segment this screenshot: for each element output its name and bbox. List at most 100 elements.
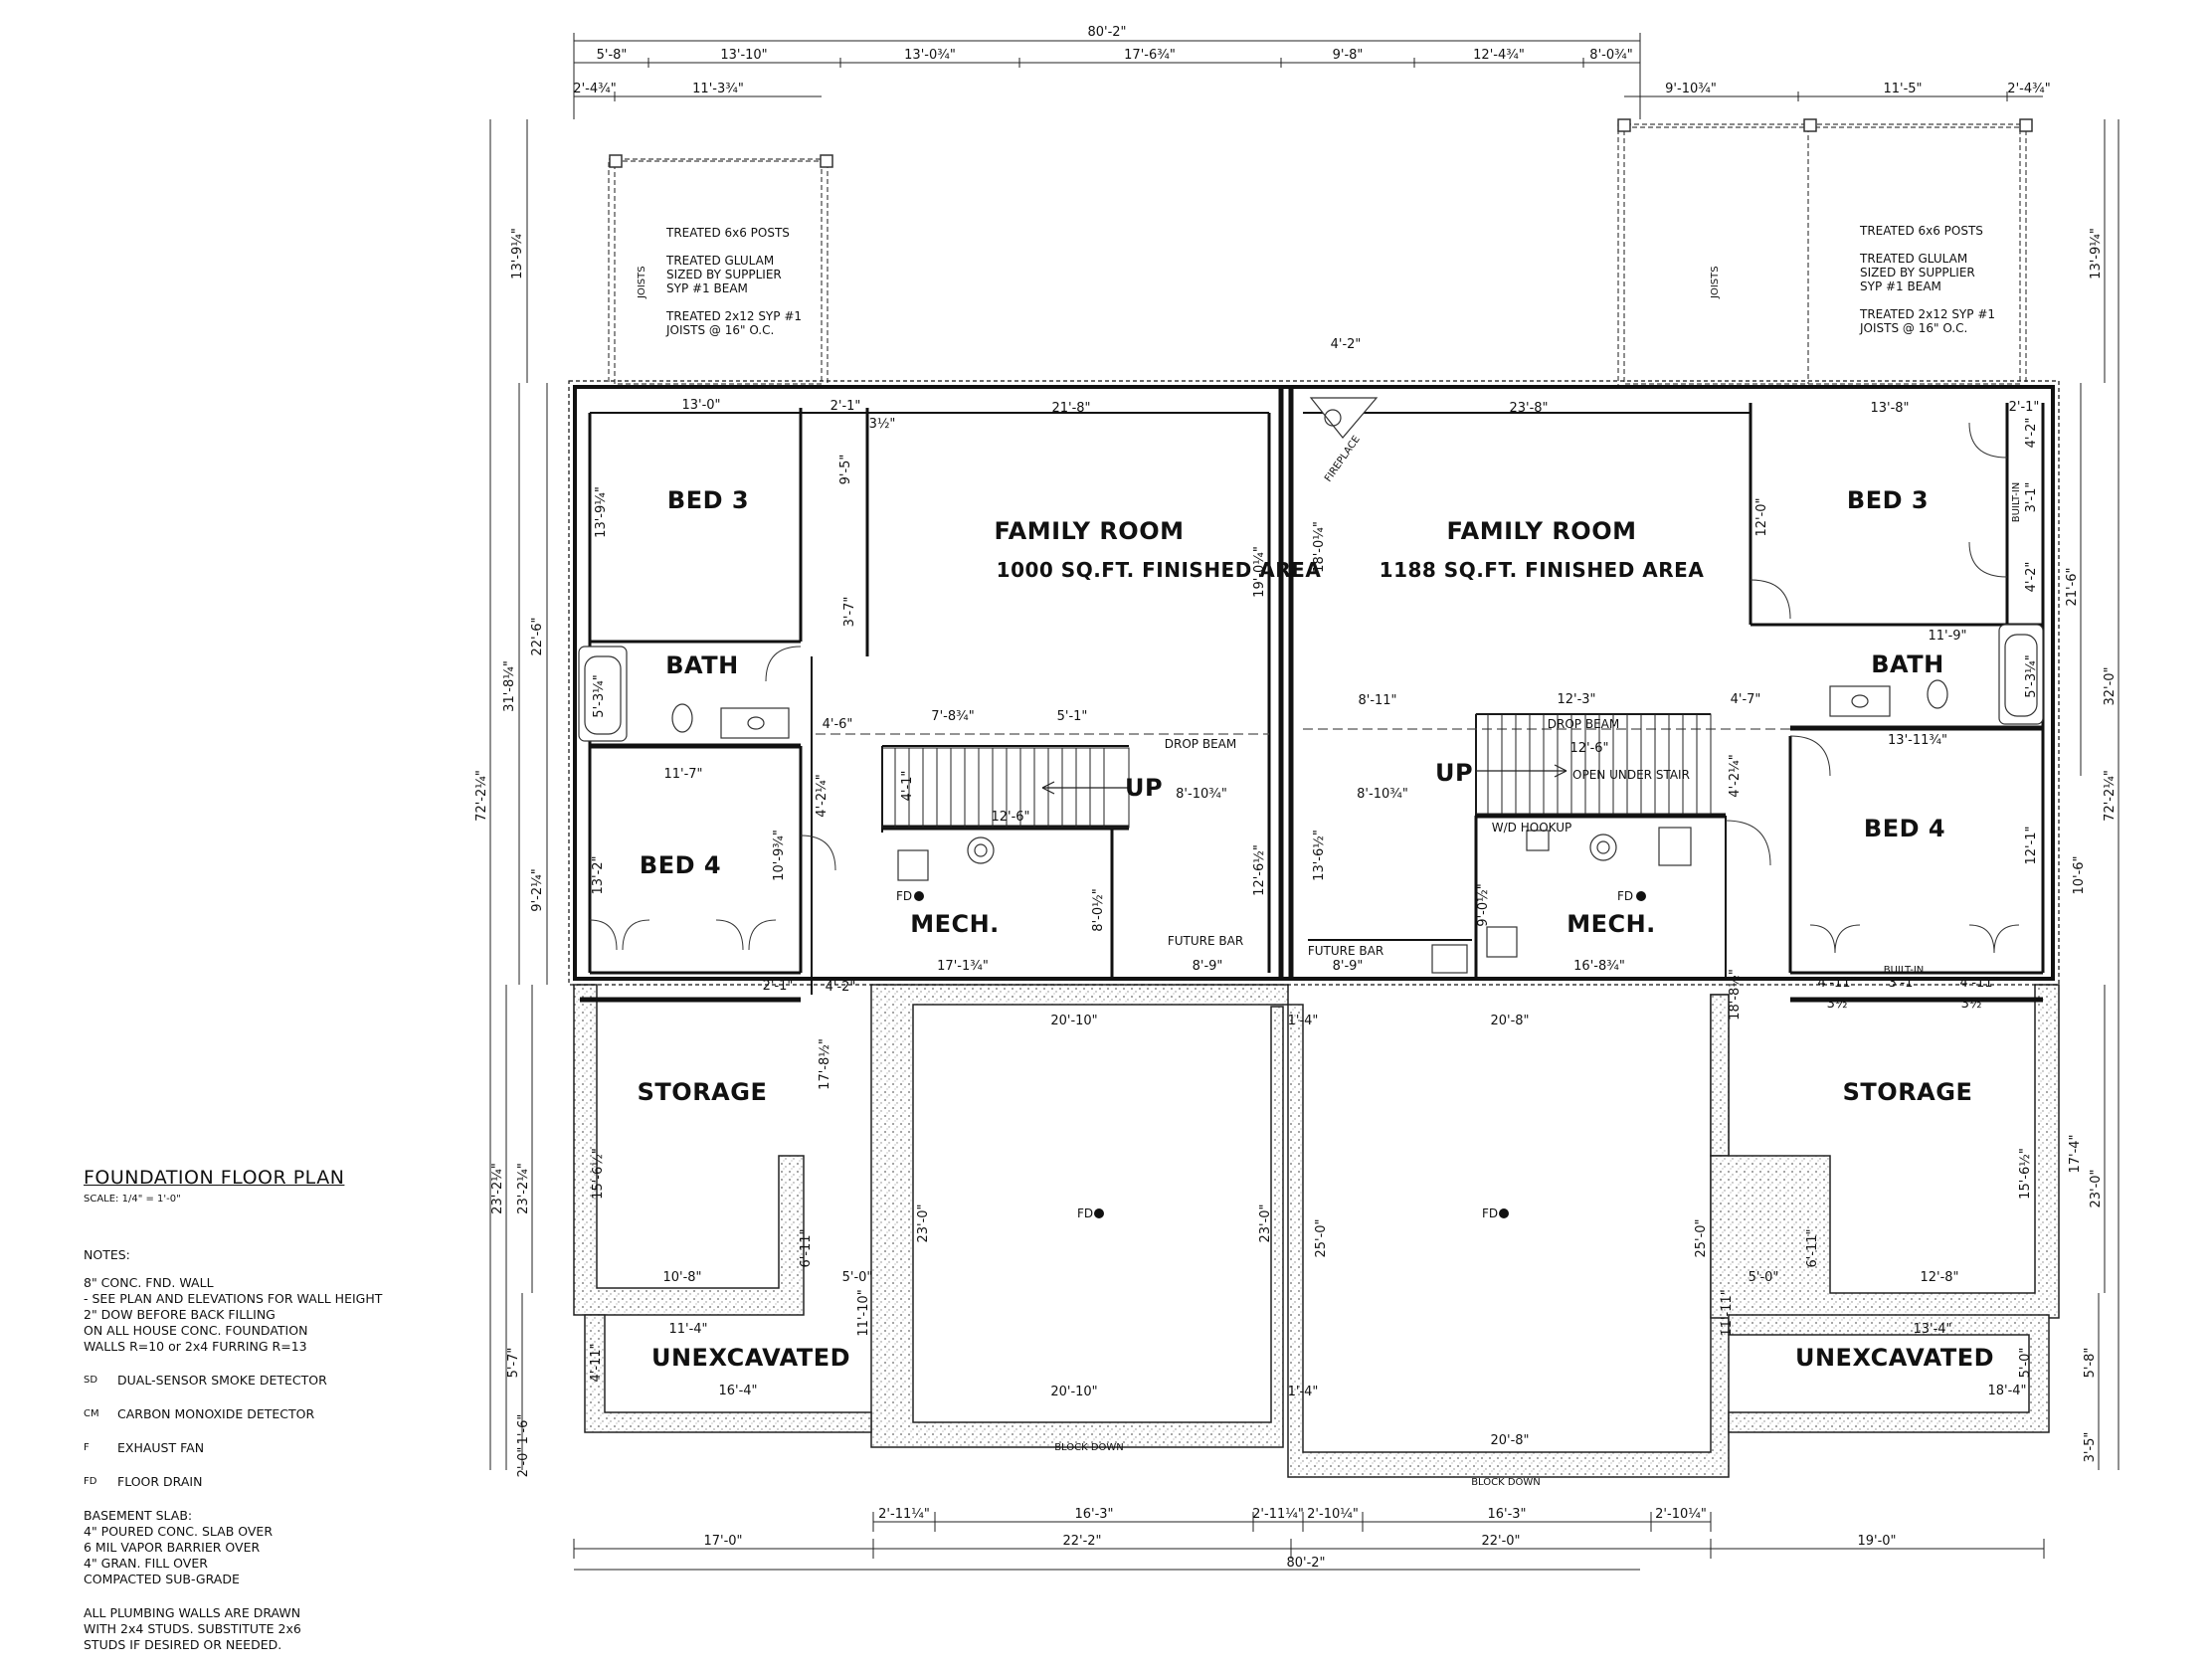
- svg-text:13'-6½": 13'-6½": [1312, 830, 1327, 881]
- area-right: 1188 SQ.FT. FINISHED AREA: [1380, 558, 1705, 582]
- dim-deck-r2: 11'-5": [1883, 82, 1922, 96]
- dim-top-5: 9'-8": [1333, 48, 1364, 63]
- svg-text:2'-10¼": 2'-10¼": [1307, 1507, 1359, 1522]
- svg-text:BLOCK DOWN: BLOCK DOWN: [1054, 1442, 1124, 1453]
- svg-text:32'-0": 32'-0": [2103, 666, 2118, 705]
- svg-text:23'-8": 23'-8": [1509, 401, 1548, 416]
- svg-text:OPEN UNDER STAIR: OPEN UNDER STAIR: [1572, 768, 1690, 782]
- svg-text:20'-10": 20'-10": [1050, 1385, 1097, 1399]
- svg-text:5'-0": 5'-0": [1749, 1270, 1779, 1285]
- room-family-left: FAMILY ROOM: [995, 517, 1185, 545]
- svg-text:SYP #1 BEAM: SYP #1 BEAM: [666, 281, 748, 295]
- svg-text:TREATED 6x6 POSTS: TREATED 6x6 POSTS: [665, 226, 790, 240]
- misc-labels: DROP BEAM DROP BEAM FUTURE BAR FUTURE BA…: [1054, 337, 2022, 1488]
- svg-text:FIREPLACE: FIREPLACE: [1323, 434, 1363, 483]
- svg-text:23'-2¼": 23'-2¼": [516, 1163, 531, 1214]
- room-storage-right: STORAGE: [1843, 1078, 1973, 1106]
- svg-text:12'-8": 12'-8": [1920, 1270, 1958, 1285]
- area-left: 1000 SQ.FT. FINISHED AREA: [997, 558, 1322, 582]
- toilet-left: [671, 703, 693, 733]
- svg-text:4'-11": 4'-11": [1959, 976, 1998, 991]
- svg-text:18'-4": 18'-4": [1987, 1384, 2026, 1398]
- svg-text:BUILT-IN: BUILT-IN: [1884, 965, 1925, 976]
- vanity-right: [1829, 685, 1891, 717]
- svg-text:JOISTS @ 16" O.C.: JOISTS @ 16" O.C.: [665, 323, 774, 337]
- svg-text:FD: FD: [1482, 1207, 1498, 1220]
- legend-fan: F EXHAUST FAN: [84, 1440, 442, 1456]
- svg-text:15'-6½": 15'-6½": [591, 1148, 606, 1200]
- svg-text:23'-0": 23'-0": [2089, 1169, 2104, 1207]
- svg-text:5'-0": 5'-0": [842, 1270, 873, 1285]
- svg-text:FD: FD: [1077, 1207, 1093, 1220]
- svg-text:3½": 3½": [1827, 997, 1854, 1012]
- svg-text:22'-6": 22'-6": [530, 617, 545, 655]
- svg-text:8'-10¾": 8'-10¾": [1357, 787, 1408, 802]
- overall-width-bottom: 80'-2": [1286, 1556, 1325, 1571]
- svg-text:11'-7": 11'-7": [663, 767, 702, 782]
- room-mech-left: MECH.: [910, 910, 1000, 938]
- svg-text:1'-4": 1'-4": [1288, 1385, 1319, 1399]
- room-labels: BED 3 FAMILY ROOM 1000 SQ.FT. FINISHED A…: [638, 486, 1994, 1372]
- svg-text:13'-9¼": 13'-9¼": [594, 486, 609, 538]
- overall-width-top: 80'-2": [1087, 25, 1126, 40]
- legend-fd-label: FLOOR DRAIN: [117, 1474, 203, 1489]
- top-dimensions: [573, 33, 2043, 119]
- svg-text:JOISTS @ 16" O.C.: JOISTS @ 16" O.C.: [1859, 321, 1967, 335]
- svg-text:12'-6": 12'-6": [991, 810, 1029, 825]
- svg-text:4'-2¼": 4'-2¼": [815, 774, 830, 817]
- joists-arrow-left: JOISTS: [637, 266, 647, 299]
- svg-text:5'-3¼": 5'-3¼": [592, 674, 607, 717]
- svg-text:20'-8": 20'-8": [1490, 1433, 1529, 1448]
- dim-top-2: 13'-10": [720, 48, 767, 63]
- svg-text:11'-11": 11'-11": [1720, 1289, 1735, 1336]
- svg-text:17'-4": 17'-4": [2068, 1134, 2083, 1173]
- foundation-floor-plan: 80'-2" 5'-8" 13'-10" 13'-0¾" 17'-6¾" 9'-…: [474, 25, 2120, 1571]
- svg-text:7'-8¾": 7'-8¾": [931, 709, 974, 724]
- svg-text:2'-10¼": 2'-10¼": [1655, 1507, 1707, 1522]
- svg-text:FD: FD: [1617, 889, 1633, 903]
- svg-text:8'-9": 8'-9": [1193, 959, 1223, 974]
- dryer-right: [1526, 830, 1550, 851]
- svg-text:4'-2¼": 4'-2¼": [1728, 754, 1743, 797]
- svg-text:3'-5": 3'-5": [2083, 1432, 2098, 1463]
- room-bed3-left: BED 3: [667, 486, 749, 514]
- joists-arrow-right: JOISTS: [1710, 266, 1721, 299]
- svg-text:17'-8½": 17'-8½": [818, 1038, 832, 1090]
- svg-text:13'-2": 13'-2": [591, 855, 606, 894]
- bottom-dimension-labels: 2'-11¼" 16'-3" 2'-11¼" 2'-10¼" 16'-3" 2'…: [703, 1507, 1896, 1571]
- svg-text:5'-0": 5'-0": [2018, 1348, 2033, 1379]
- svg-text:3'-1": 3'-1": [2024, 482, 2039, 513]
- svg-text:10'-9¾": 10'-9¾": [772, 830, 787, 881]
- svg-text:5'-8": 5'-8": [2083, 1348, 2098, 1379]
- svg-text:18'-8½": 18'-8½": [1728, 969, 1743, 1021]
- svg-text:4'-11": 4'-11": [589, 1343, 604, 1382]
- svg-text:10'-8": 10'-8": [662, 1270, 701, 1285]
- floor-drain-icon: FD: [84, 1476, 97, 1487]
- svg-text:19'-0": 19'-0": [1857, 1534, 1896, 1549]
- svg-text:2'-1": 2'-1": [763, 979, 794, 994]
- dim-top-4: 17'-6¾": [1124, 48, 1176, 63]
- legend-smoke: SD DUAL-SENSOR SMOKE DETECTOR: [84, 1373, 442, 1389]
- interior-dims-left: 13'-0" 2'-1" 3½" 21'-8" 9'-5" 13'-9¼" 3'…: [589, 398, 1318, 1399]
- svg-text:8'-9": 8'-9": [1333, 959, 1364, 974]
- bottom-dimension-lines: [573, 1512, 2045, 1571]
- furnace-left: [967, 836, 995, 864]
- svg-text:72'-2¼": 72'-2¼": [2103, 770, 2118, 822]
- svg-text:31'-8¼": 31'-8¼": [502, 660, 517, 712]
- svg-text:6'-11": 6'-11": [1805, 1228, 1820, 1267]
- svg-text:SYP #1 BEAM: SYP #1 BEAM: [1860, 279, 1941, 293]
- doors: [589, 422, 2020, 954]
- svg-text:13'-0": 13'-0": [681, 398, 720, 413]
- legend-fan-label: EXHAUST FAN: [117, 1440, 205, 1455]
- note-basement-slab: BASEMENT SLAB: 4" POURED CONC. SLAB OVER…: [84, 1508, 274, 1586]
- water-heater-left: [897, 849, 929, 881]
- svg-text:4'-6": 4'-6": [823, 717, 853, 732]
- svg-text:13'-4": 13'-4": [1913, 1322, 1951, 1337]
- room-bed3-right: BED 3: [1847, 486, 1929, 514]
- svg-text:9'-5": 9'-5": [838, 455, 853, 485]
- dim-top-7: 8'-0¾": [1589, 48, 1632, 63]
- svg-text:SIZED BY SUPPLIER: SIZED BY SUPPLIER: [1860, 266, 1975, 279]
- dim-top-6: 12'-4¾": [1473, 48, 1525, 63]
- svg-text:1'-6": 1'-6": [516, 1414, 531, 1445]
- svg-text:23'-0": 23'-0": [916, 1204, 931, 1242]
